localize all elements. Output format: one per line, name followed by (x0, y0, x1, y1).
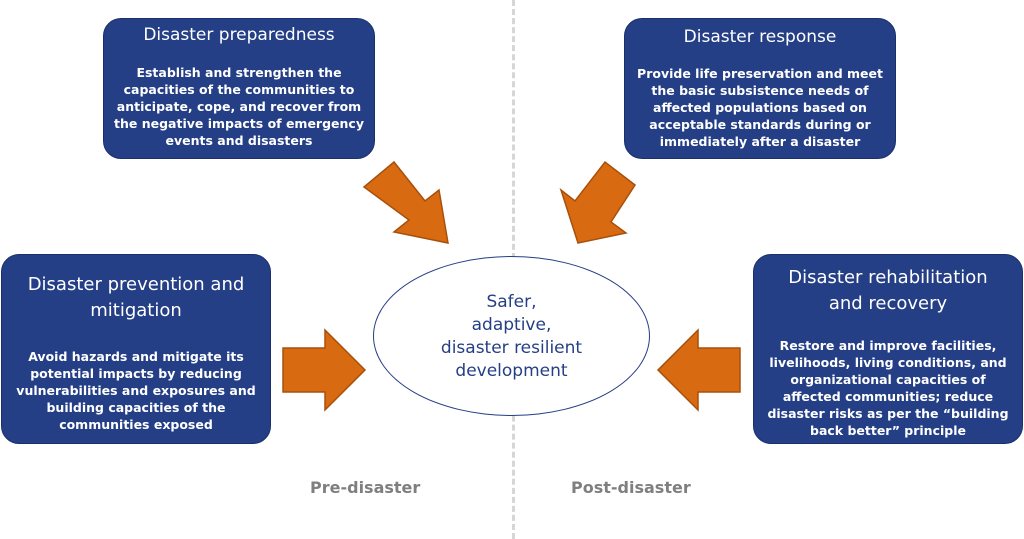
preparedness-description: Establish and strengthen the capacities … (114, 64, 364, 148)
disaster-response-box: Disaster response Provide life preservat… (624, 18, 896, 159)
resilient-development-ellipse: Safer, adaptive, disaster resilient deve… (373, 256, 650, 416)
post-disaster-label: Post-disaster (571, 478, 691, 497)
rehabilitation-description: Restore and improve facilities, liveliho… (767, 338, 1009, 438)
arrow-rehabilitation-to-center (656, 328, 741, 412)
response-description: Provide life preservation and meet the b… (637, 65, 883, 149)
prevention-description: Avoid hazards and mitigate its potential… (16, 349, 256, 432)
pre-disaster-label: Pre-disaster (310, 478, 421, 497)
arrow-response-to-center (559, 160, 637, 244)
disaster-preparedness-box: Disaster preparedness Establish and stre… (103, 18, 375, 159)
arrow-prevention-to-center (282, 328, 367, 412)
center-goal-text: Safer, adaptive, disaster resilient deve… (440, 292, 583, 381)
response-title: Disaster response (683, 27, 837, 47)
prevention-title: Disaster prevention and mitigation (27, 274, 245, 321)
disaster-rehabilitation-box: Disaster rehabilitation and recovery Res… (753, 254, 1023, 444)
rehabilitation-title: Disaster rehabilitation and recovery (788, 267, 988, 314)
disaster-prevention-box: Disaster prevention and mitigation Avoid… (1, 254, 271, 444)
arrow-preparedness-to-center (362, 160, 449, 244)
preparedness-title: Disaster preparedness (143, 25, 335, 45)
